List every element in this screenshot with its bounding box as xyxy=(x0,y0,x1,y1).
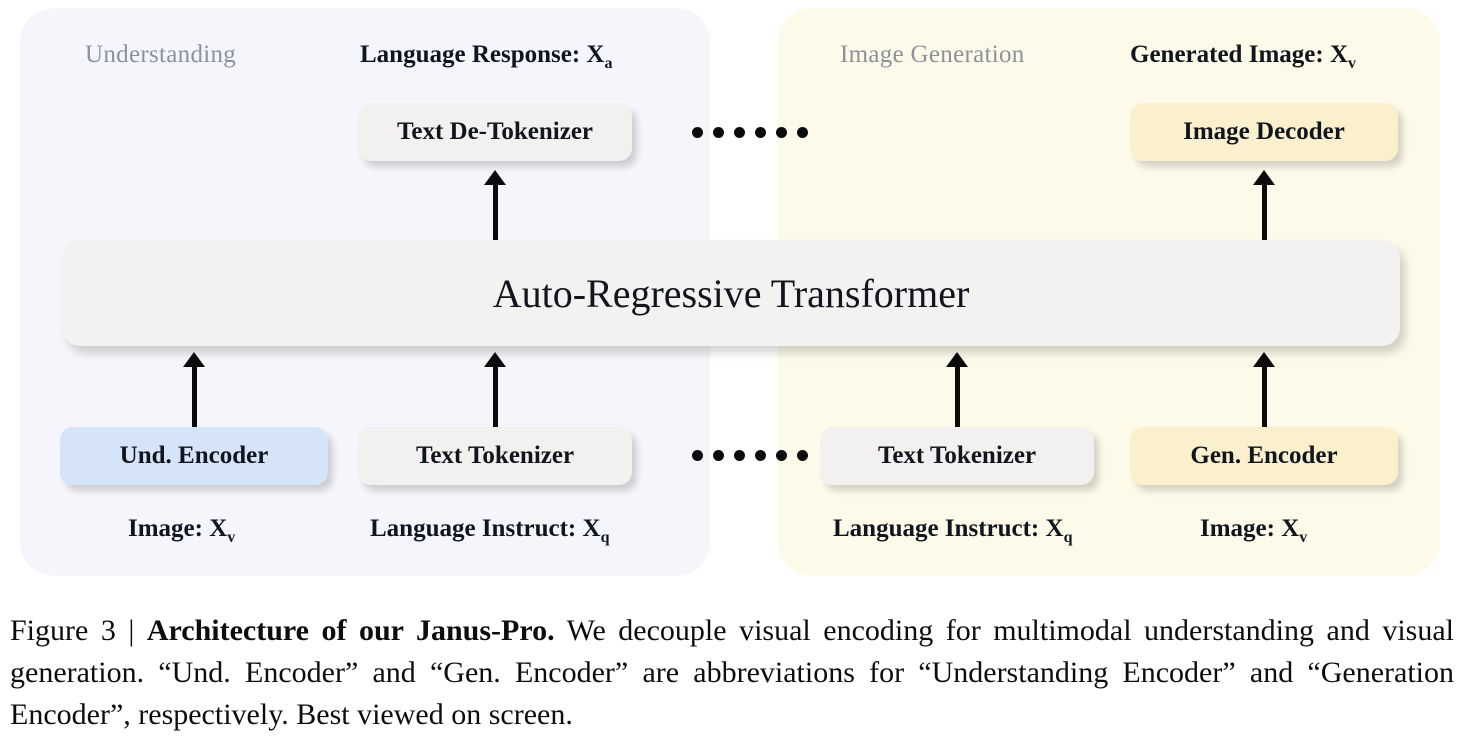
label-generated-image: Generated Image: Xv xyxy=(1130,41,1356,72)
caption-body: We decouple visual encoding for multimod… xyxy=(10,614,1454,731)
label-language-instruct-left: Language Instruct: Xq xyxy=(370,515,610,546)
arrow-up-from-und-encoder-icon xyxy=(183,352,205,427)
arrow-up-to-text-de-tokenizer-icon xyxy=(484,170,506,240)
separator-dots-bottom xyxy=(692,450,808,461)
panel-title-image-generation: Image Generation xyxy=(840,41,1025,68)
arrow-up-from-text-tokenizer-left-icon xyxy=(484,352,506,427)
label-language-instruct-right: Language Instruct: Xq xyxy=(833,515,1073,546)
figure-caption: Figure 3 | Architecture of our Janus-Pro… xyxy=(10,610,1454,736)
block-text-tokenizer-right: Text Tokenizer xyxy=(820,427,1094,485)
figure-architecture-diagram: Understanding Image Generation Language … xyxy=(20,8,1440,576)
block-und-encoder: Und. Encoder xyxy=(60,427,328,485)
label-image-left: Image: Xv xyxy=(128,515,236,546)
arrow-up-from-text-tokenizer-right-icon xyxy=(946,352,968,427)
block-text-de-tokenizer: Text De-Tokenizer xyxy=(358,103,632,161)
arrow-up-to-image-decoder-icon xyxy=(1253,170,1275,240)
caption-bold-title: Architecture of our Janus-Pro. xyxy=(146,614,555,647)
block-image-decoder: Image Decoder xyxy=(1130,103,1398,161)
label-image-right: Image: Xv xyxy=(1200,515,1308,546)
block-gen-encoder: Gen. Encoder xyxy=(1130,427,1398,485)
block-text-tokenizer-left: Text Tokenizer xyxy=(358,427,632,485)
label-language-response: Language Response: Xa xyxy=(360,41,613,72)
separator-dots-top xyxy=(692,127,808,138)
panel-title-understanding: Understanding xyxy=(85,41,237,68)
block-auto-regressive-transformer: Auto-Regressive Transformer xyxy=(62,240,1400,346)
caption-prefix: Figure 3 | xyxy=(10,614,147,647)
arrow-up-from-gen-encoder-icon xyxy=(1253,352,1275,427)
